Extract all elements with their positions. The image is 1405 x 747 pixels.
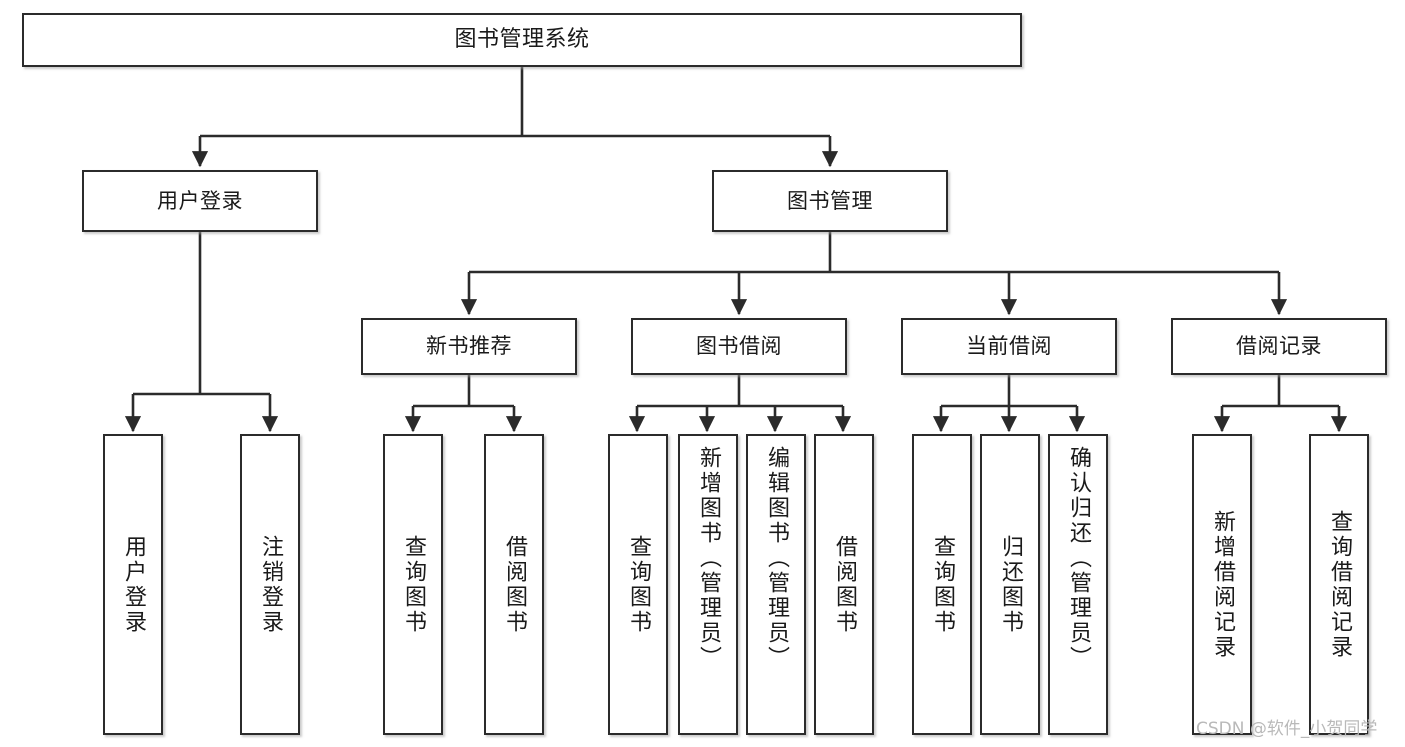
node-label: 图书管理系统: [454, 27, 590, 53]
node-leaf-borrow-book-nb[interactable]: 借阅图书: [484, 434, 544, 735]
node-book-borrow[interactable]: 图书借阅: [631, 318, 847, 375]
node-leaf-logout[interactable]: 注销登录: [240, 434, 300, 735]
node-borrow-record[interactable]: 借阅记录: [1171, 318, 1387, 375]
node-label: 确认归还（管理员）: [1066, 446, 1091, 671]
node-leaf-query-book-bb[interactable]: 查询图书: [608, 434, 668, 735]
node-user-login[interactable]: 用户登录: [82, 170, 318, 232]
node-label: 用户登录: [157, 188, 243, 213]
node-label: 借阅记录: [1236, 334, 1322, 359]
node-label: 查询图书: [626, 534, 651, 635]
node-label: 查询借阅记录: [1327, 509, 1352, 660]
node-label: 用户登录: [121, 534, 146, 635]
node-label: 当前借阅: [966, 334, 1052, 359]
node-new-book-recommend[interactable]: 新书推荐: [361, 318, 577, 375]
node-leaf-edit-book-admin[interactable]: 编辑图书（管理员）: [746, 434, 806, 735]
node-label: 归还图书: [998, 534, 1023, 635]
node-label: 新书推荐: [426, 334, 512, 359]
node-book-management[interactable]: 图书管理: [712, 170, 948, 232]
node-leaf-add-book-admin[interactable]: 新增图书（管理员）: [678, 434, 738, 735]
node-label: 图书借阅: [696, 334, 782, 359]
node-label: 图书管理: [787, 188, 873, 213]
node-label: 借阅图书: [502, 534, 527, 635]
node-label: 新增借阅记录: [1210, 509, 1235, 660]
node-label: 查询图书: [401, 534, 426, 635]
watermark: CSDN @软件_小贺同学: [1196, 719, 1378, 739]
node-leaf-query-book-cb[interactable]: 查询图书: [912, 434, 972, 735]
node-label: 注销登录: [258, 534, 283, 635]
node-current-borrow[interactable]: 当前借阅: [901, 318, 1117, 375]
node-leaf-user-login[interactable]: 用户登录: [103, 434, 163, 735]
node-leaf-query-borrow-record[interactable]: 查询借阅记录: [1309, 434, 1369, 735]
node-label: 新增图书（管理员）: [696, 446, 721, 671]
node-root-book-management-system[interactable]: 图书管理系统: [22, 13, 1022, 67]
node-label: 借阅图书: [832, 534, 857, 635]
node-label: 查询图书: [930, 534, 955, 635]
node-leaf-add-borrow-record[interactable]: 新增借阅记录: [1192, 434, 1252, 735]
node-label: 编辑图书（管理员）: [764, 446, 789, 671]
node-leaf-borrow-book-bb[interactable]: 借阅图书: [814, 434, 874, 735]
node-leaf-query-book-nb[interactable]: 查询图书: [383, 434, 443, 735]
node-leaf-return-book[interactable]: 归还图书: [980, 434, 1040, 735]
node-leaf-confirm-return-admin[interactable]: 确认归还（管理员）: [1048, 434, 1108, 735]
